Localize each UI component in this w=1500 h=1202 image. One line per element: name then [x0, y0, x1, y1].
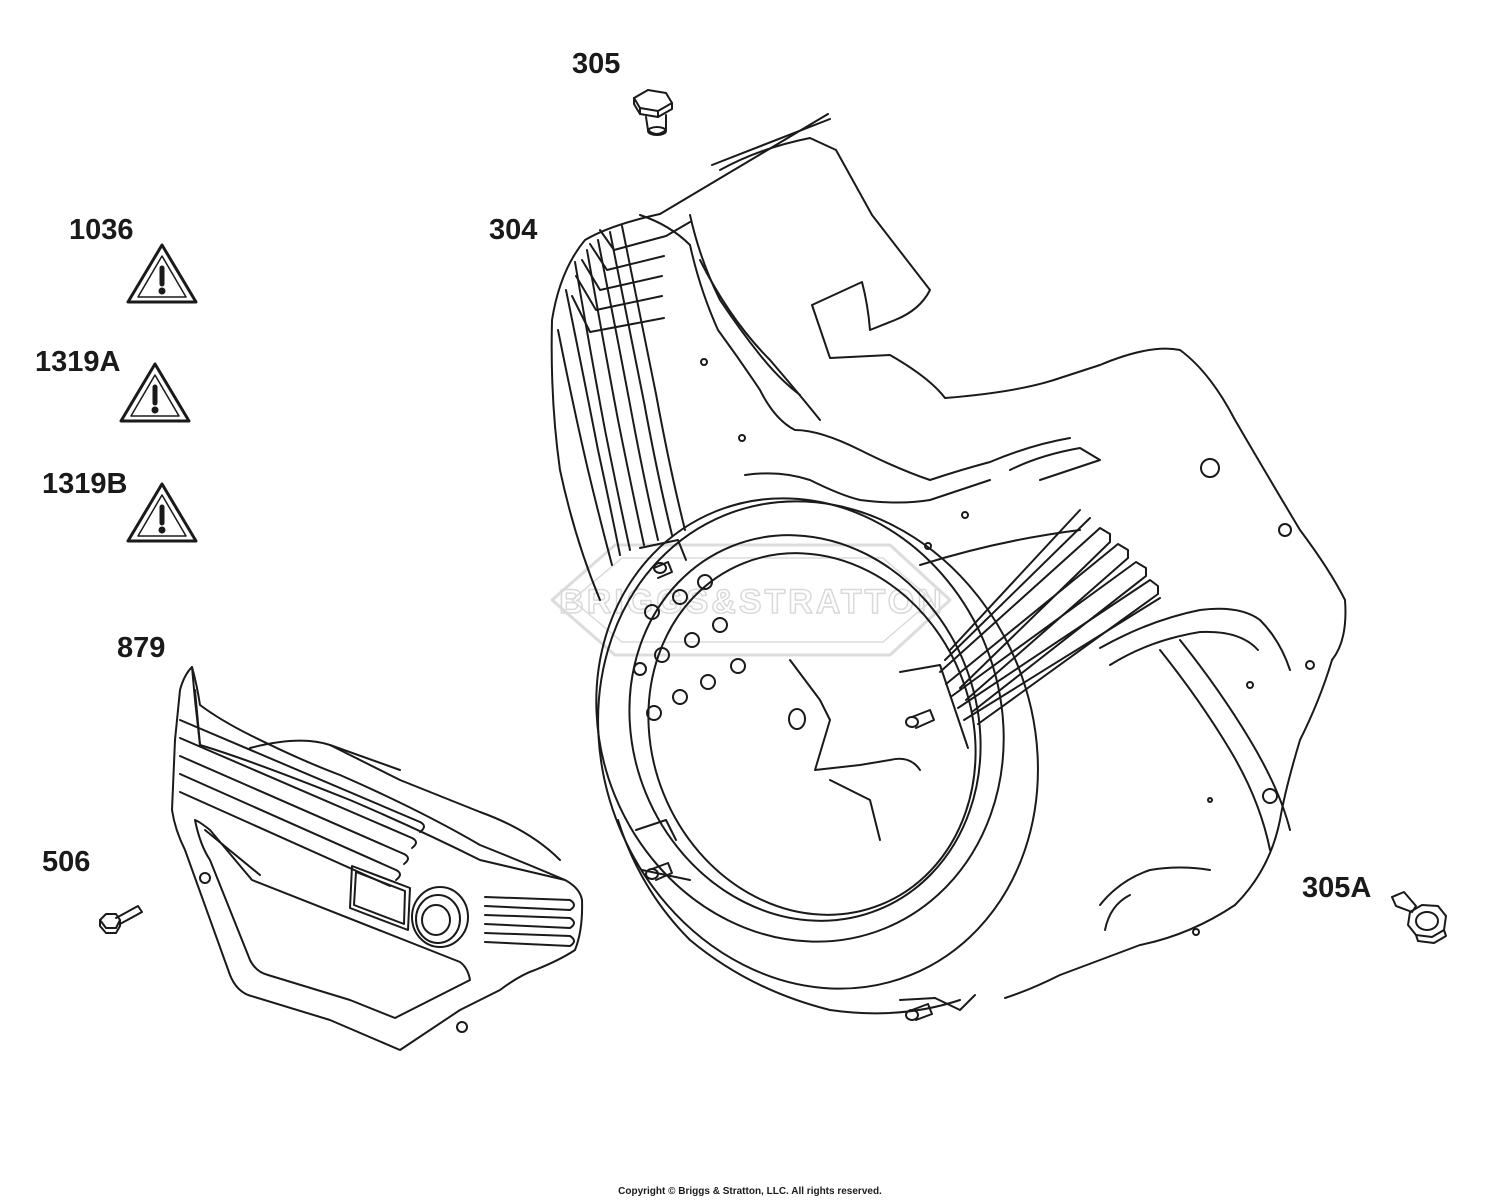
callout-304: 304	[489, 214, 538, 246]
watermark-text: BRIGGS&STRATTON	[559, 583, 945, 621]
screw-506	[99, 905, 143, 934]
pin-bottom	[899, 994, 976, 1021]
pin-right	[899, 664, 969, 749]
watermark-logo: BRIGGS&STRATTON	[550, 543, 952, 657]
callout-879: 879	[117, 632, 166, 664]
bolt-305	[633, 89, 673, 136]
warning-triangle-icon	[126, 243, 198, 304]
bolt-305a	[1391, 891, 1447, 944]
callout-1036: 1036	[69, 214, 134, 246]
side-cover-879	[171, 666, 584, 1051]
callout-305a: 305A	[1302, 872, 1372, 904]
pin-top	[639, 539, 687, 579]
blower-housing-304	[550, 113, 1347, 1021]
warning-triangle-icon	[119, 362, 191, 423]
copyright-notice: Copyright © Briggs & Stratton, LLC. All …	[618, 1186, 882, 1197]
pin-left	[635, 819, 691, 881]
warning-decal-1319a	[119, 362, 191, 423]
callout-305: 305	[572, 48, 621, 80]
warning-decal-1319b	[126, 482, 198, 543]
callout-1319b: 1319B	[42, 468, 128, 500]
callout-1319a: 1319A	[35, 346, 121, 378]
callout-506: 506	[42, 846, 91, 878]
warning-triangle-icon	[126, 482, 198, 543]
warning-decal-1036	[126, 243, 198, 304]
